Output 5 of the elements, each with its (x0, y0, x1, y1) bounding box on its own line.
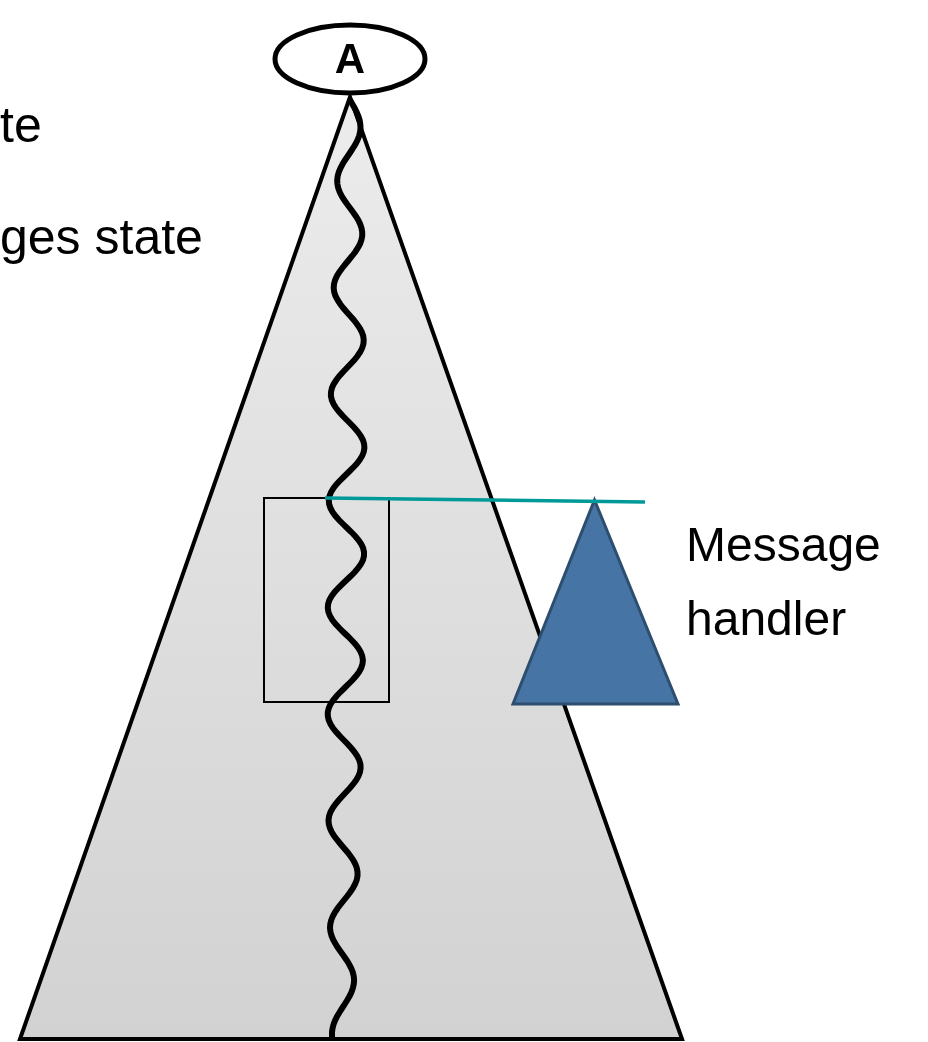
connector-line (324, 496, 646, 504)
node-caption: Message handler (686, 517, 882, 648)
node-label: A (334, 35, 366, 83)
text-label: ges state (0, 208, 203, 266)
text-label: te (0, 96, 42, 154)
